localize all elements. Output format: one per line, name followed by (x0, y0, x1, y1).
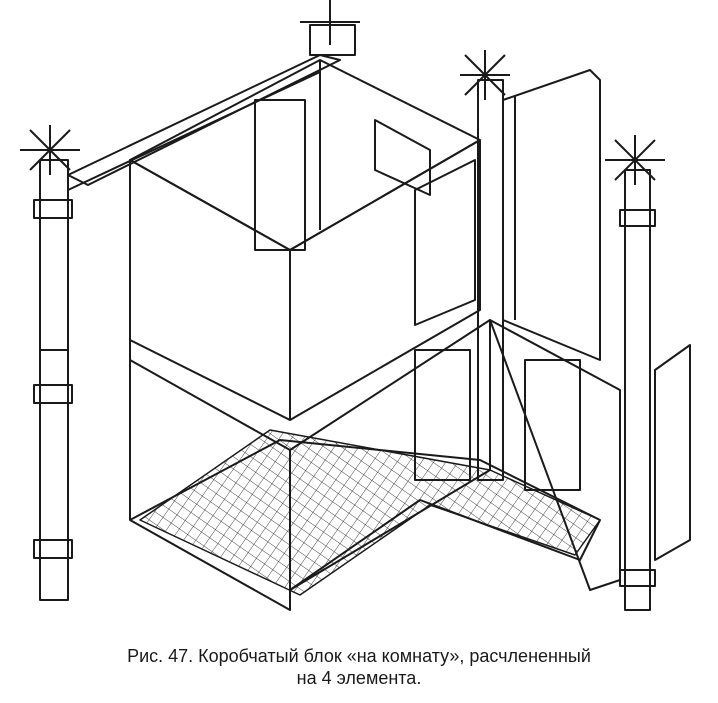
hatched-floor (139, 429, 601, 596)
top-center-column (300, 0, 360, 56)
caption-line-1: Рис. 47. Коробчатый блок «на комнату», р… (127, 646, 591, 666)
upper-beam (67, 54, 341, 191)
figure-caption: Рис. 47. Коробчатый блок «на комнату», р… (0, 645, 718, 689)
far-right-column (605, 135, 691, 611)
caption-line-2: на 4 элемента. (296, 668, 422, 688)
left-column (20, 125, 80, 601)
isometric-box-block-drawing (20, 0, 691, 611)
upper-room (129, 59, 481, 421)
